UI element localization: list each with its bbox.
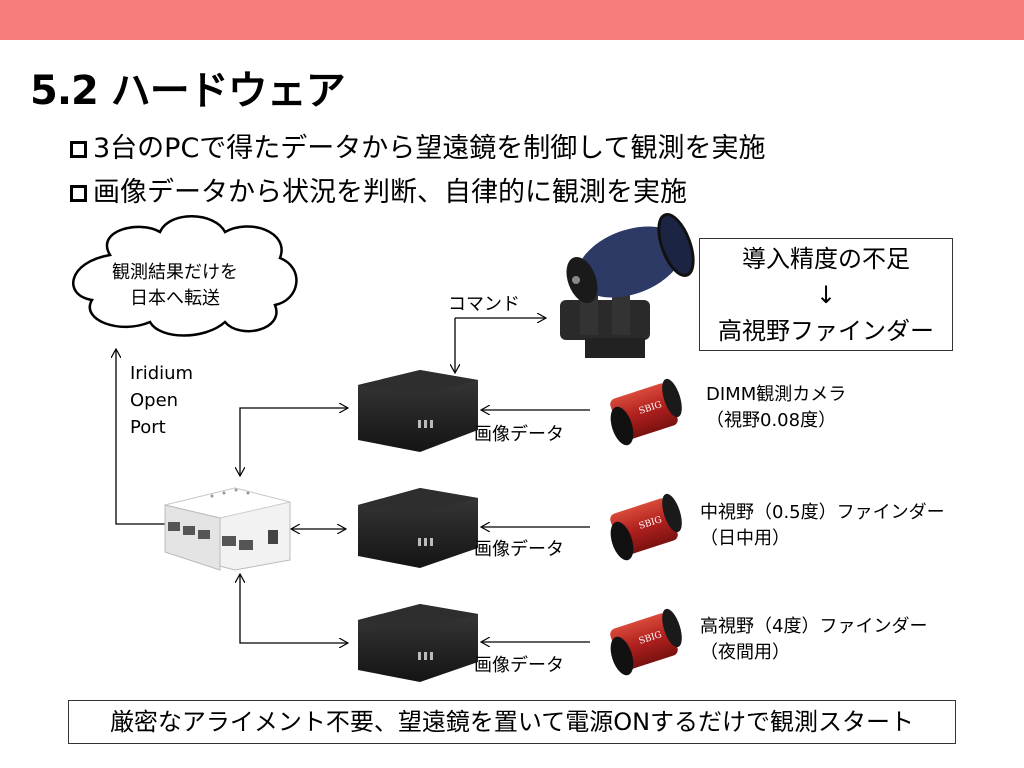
- camera-label-1: DIMM観測カメラ （視野0.08度）: [706, 382, 846, 434]
- iridium-label-line-1: Iridium: [130, 363, 194, 384]
- finder-note-box: 導入精度の不足 ↓ 高視野ファインダー: [699, 238, 953, 351]
- camera-label-3: 高視野（4度）ファインダー （夜間用）: [700, 614, 927, 666]
- cloud-label-line-2: 日本へ転送: [130, 288, 220, 309]
- pc-box-3: [358, 604, 478, 682]
- image-data-label-1: 画像データ: [474, 424, 564, 445]
- camera-icon-2: SBIG: [610, 493, 682, 561]
- iridium-label-line-3: Port: [130, 417, 166, 438]
- cloud-label-line-1: 観測結果だけを: [112, 262, 238, 283]
- command-label: コマンド: [448, 294, 520, 315]
- square-bullet-icon: [70, 185, 87, 202]
- camera-label-1-line-1: DIMM観測カメラ: [706, 384, 847, 405]
- image-data-label-2: 画像データ: [474, 539, 564, 560]
- camera-icon-1: SBIG: [610, 378, 682, 446]
- telescope-icon: [560, 213, 695, 358]
- camera-label-1-line-2: （視野0.08度）: [706, 410, 837, 432]
- camera-label-3-line-2: （夜間用）: [700, 642, 790, 664]
- iridium-link-line: [116, 350, 168, 525]
- camera-label-3-line-1: 高視野（4度）ファインダー: [700, 616, 928, 637]
- switch-pc1-link: [240, 408, 347, 475]
- top-accent-bar: [0, 0, 1024, 40]
- bottom-statement-box: 厳密なアライメント不要、望遠鏡を置いて電源ONするだけで観測スタート: [68, 700, 956, 744]
- camera-label-2: 中視野（0.5度）ファインダー （日中用）: [700, 500, 945, 552]
- camera-label-2-line-1: 中視野（0.5度）ファインダー: [700, 502, 945, 523]
- switch-pc3-link: [240, 575, 347, 643]
- down-arrow-icon: ↓: [815, 281, 837, 309]
- pc-box-1: [358, 370, 478, 452]
- cloud-label: 観測結果だけを 日本へ転送: [95, 260, 255, 312]
- camera-icon-3: SBIG: [610, 608, 682, 676]
- command-arrow: [455, 318, 545, 372]
- network-switch-icon: [164, 487, 291, 571]
- iridium-label-line-2: Open: [130, 390, 179, 411]
- bullet-text: 画像データから状況を判断、自律的に観測を実施: [93, 177, 687, 208]
- note-line-1: 導入精度の不足: [742, 245, 910, 273]
- iridium-label: Iridium Open Port: [130, 360, 193, 441]
- bullet-text: 3台のPCで得たデータから望遠鏡を制御して観測を実施: [93, 133, 766, 164]
- image-data-label-3: 画像データ: [474, 655, 564, 676]
- note-line-3: 高視野ファインダー: [718, 317, 934, 345]
- cloud-shape: [72, 215, 298, 337]
- camera-label-2-line-2: （日中用）: [700, 528, 790, 550]
- bullet-item: 画像データから状況を判断、自律的に観測を実施: [70, 170, 687, 209]
- bullet-item: 3台のPCで得たデータから望遠鏡を制御して観測を実施: [70, 126, 766, 165]
- pc-box-2: [358, 488, 478, 568]
- square-bullet-icon: [70, 141, 87, 158]
- slide-title: 5.2 ハードウェア: [30, 68, 346, 114]
